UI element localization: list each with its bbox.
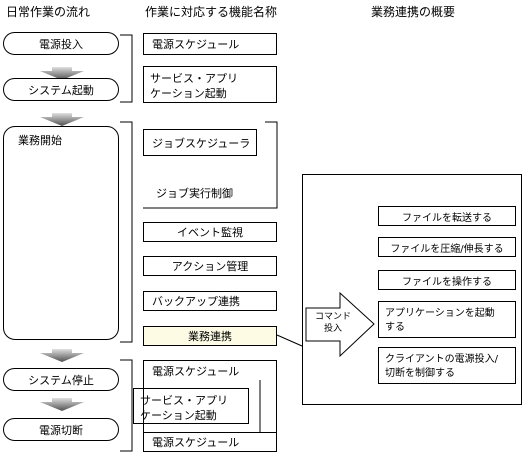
flow-system-start: システム起動	[3, 78, 119, 101]
overview-compress: ファイルを圧縮/伸長する	[378, 237, 516, 257]
header-flow: 日常作業の流れ	[6, 5, 91, 19]
feature-backup-link: バックアップ連携	[143, 291, 277, 311]
feature-power-schedule: 電源スケジュール	[143, 33, 277, 55]
flow-power-off: 電源切断	[3, 418, 119, 441]
flow-power-on: 電源投入	[3, 32, 119, 55]
shutdown-group-frame	[143, 360, 277, 452]
feature-business-link: 業務連携	[143, 326, 277, 346]
overview-operate: ファイルを操作する	[378, 270, 516, 290]
flow-business-start: 業務開始	[3, 126, 119, 340]
feature-event-monitor: イベント監視	[143, 222, 277, 242]
overview-panel	[302, 174, 522, 405]
arrow-down-icon	[40, 67, 84, 80]
feature-action-mgmt: アクション管理	[143, 256, 277, 276]
header-features: 作業に対応する機能名称	[145, 5, 278, 19]
bracket-job	[143, 121, 278, 209]
overview-app-start: アプリケーションを起動 する	[378, 301, 516, 338]
overview-client-power: クライアントの電源投入/ 切断を制御する	[378, 347, 516, 384]
arrow-down-icon	[40, 398, 84, 411]
command-label: コマンド 投入	[314, 312, 351, 334]
overview-transfer: ファイルを転送する	[378, 206, 516, 226]
arrow-down-icon	[40, 349, 84, 362]
feature-power-schedule-2: 電源スケジュール	[143, 360, 277, 380]
feature-job-scheduler: ジョブスケジューラ	[143, 129, 257, 156]
bracket-shutdown	[120, 359, 133, 452]
feature-service-app-start: サービス・アプリ ケーション起動	[143, 66, 277, 103]
link-line	[276, 334, 303, 347]
flow-system-stop: システム停止	[3, 368, 119, 391]
feature-service-app-start-2: サービス・アプリ ケーション起動	[133, 388, 249, 424]
header-overview: 業務連携の概要	[371, 5, 456, 19]
bracket-business	[120, 121, 133, 343]
feature-job-exec-control: ジョブ実行制御	[156, 187, 233, 200]
bracket-startup	[120, 34, 133, 103]
arrow-down-icon	[40, 113, 84, 126]
command-arrow-icon	[305, 291, 375, 358]
